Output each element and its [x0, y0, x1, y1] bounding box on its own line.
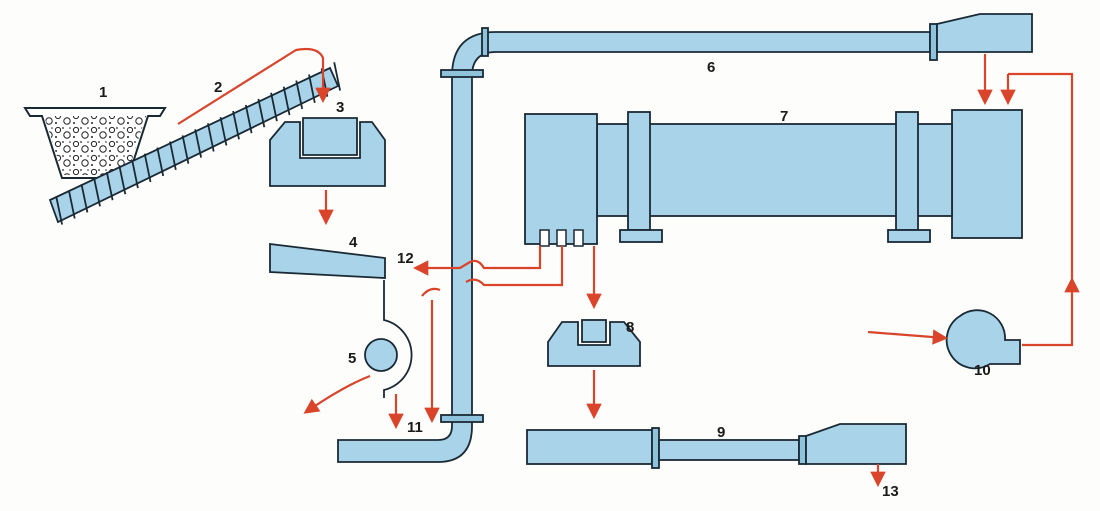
- label-12: 12: [397, 250, 414, 267]
- label-9: 9: [717, 424, 725, 441]
- label-13: 13: [882, 483, 899, 500]
- label-11: 11: [407, 419, 423, 436]
- label-4: 4: [349, 234, 358, 251]
- label-3: 3: [336, 99, 344, 116]
- drum-unit: [364, 280, 413, 398]
- label-5: 5: [348, 350, 356, 367]
- label-7: 7: [780, 108, 788, 125]
- label-1: 1: [99, 84, 107, 101]
- label-2: 2: [214, 79, 222, 96]
- feed-hopper: [23, 107, 167, 179]
- top-separator: [929, 13, 1033, 61]
- cooler-tube: [526, 423, 907, 469]
- feed-chute: [269, 242, 386, 279]
- blower-fan: [945, 309, 1021, 370]
- receiving-bin: [547, 319, 641, 367]
- label-8: 8: [626, 319, 634, 336]
- label-10: 10: [974, 362, 991, 379]
- riser-duct: [337, 27, 931, 463]
- screw-conveyor: [48, 62, 341, 225]
- label-6: 6: [707, 59, 715, 76]
- part-labels: 1 2 3 4 5 6 7 8 9 10 11 12 13: [99, 59, 991, 500]
- rotary-kiln: [524, 109, 1023, 247]
- flow-arrows: [177, 47, 1080, 488]
- wet-material-bin: [269, 117, 386, 187]
